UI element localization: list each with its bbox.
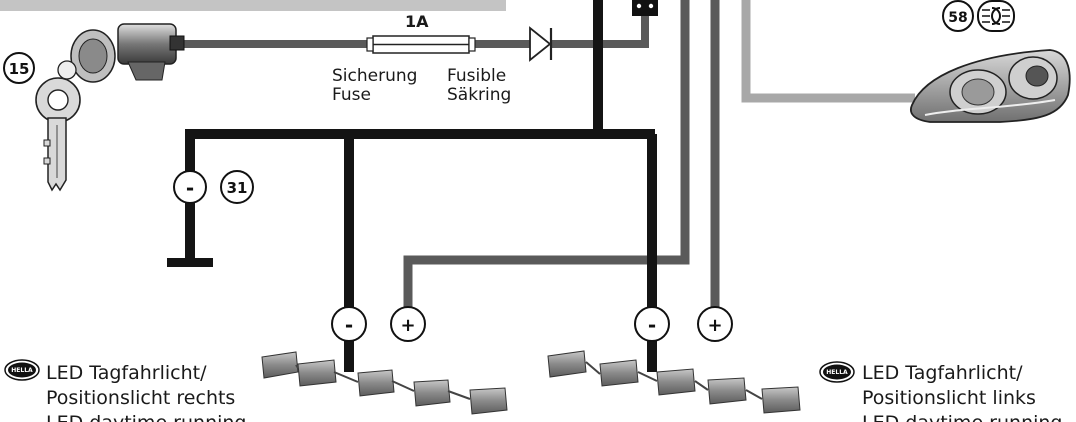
- svg-text:-: -: [648, 313, 656, 337]
- fuse-label-sv: Säkring: [447, 85, 511, 105]
- fuse-rating: 1A: [405, 12, 429, 31]
- diode-icon: [529, 26, 553, 62]
- fuse-label-de: Sicherung: [332, 66, 417, 86]
- left-module-plus-badge: +: [697, 306, 733, 342]
- key-icon: [35, 60, 81, 192]
- svg-text:HELLA: HELLA: [826, 369, 848, 376]
- ground-minus-badge: -: [173, 170, 207, 204]
- hella-logo-right-icon: HELLA: [4, 359, 40, 381]
- left-module-minus-badge: -: [634, 306, 670, 342]
- left-module-line1: LED Tagfahrlicht/: [862, 362, 1023, 384]
- parking-light-symbol-icon: [977, 0, 1015, 32]
- svg-text:-: -: [345, 313, 353, 337]
- led-module-left-icon: [547, 350, 801, 414]
- left-module-line2: Positionslicht links: [862, 387, 1036, 409]
- ground-symbol: [167, 258, 213, 267]
- led-module-right-icon: [261, 351, 508, 415]
- right-module-plus-badge: +: [390, 306, 426, 342]
- svg-text:+: +: [707, 315, 722, 336]
- fuse-icon: [366, 35, 476, 54]
- svg-text:-: -: [186, 176, 194, 200]
- headlamp-icon: [910, 49, 1071, 123]
- wire-58-light-gray: [741, 0, 915, 103]
- terminal-15-badge: 15: [3, 52, 35, 84]
- ignition-switch-icon: [70, 23, 185, 83]
- right-module-line2: Positionslicht rechts: [46, 387, 235, 409]
- fuse-label-en: Fuse: [332, 85, 371, 105]
- fuse-label-fr: Fusible: [447, 66, 506, 86]
- wire-plus-right-module: [403, 0, 690, 330]
- right-module-minus-badge: -: [331, 306, 367, 342]
- terminal-58-badge: 58: [942, 0, 974, 32]
- svg-text:31: 31: [227, 179, 248, 197]
- svg-text:58: 58: [948, 10, 967, 26]
- hella-logo-left-icon: HELLA: [819, 361, 855, 383]
- left-module-line3: LED daytime running: [862, 412, 1063, 422]
- top-wire-light: [0, 0, 506, 11]
- relay-block: [632, 0, 658, 16]
- svg-text:+: +: [400, 315, 415, 336]
- right-module-line1: LED Tagfahrlicht/: [46, 362, 207, 384]
- svg-text:15: 15: [9, 60, 30, 78]
- svg-text:HELLA: HELLA: [11, 367, 33, 374]
- terminal-31-badge: 31: [220, 170, 254, 204]
- right-module-line3: LED daytime running: [46, 412, 247, 422]
